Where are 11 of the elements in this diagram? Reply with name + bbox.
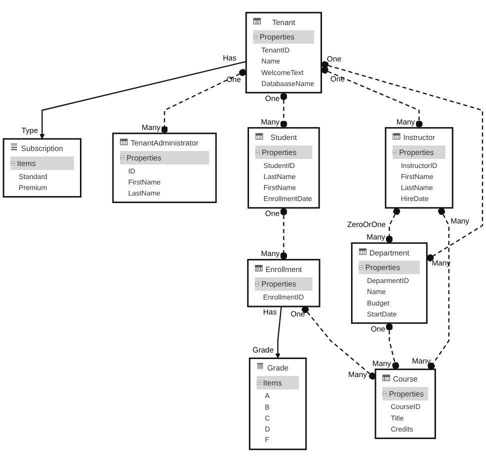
arrow (275, 306, 282, 359)
connector-line (428, 208, 450, 370)
connector-line (280, 208, 288, 260)
connector-line (386, 208, 400, 244)
connector-line (302, 306, 376, 380)
arrow (40, 61, 246, 140)
connector-line (321, 61, 484, 262)
connector-line (386, 323, 400, 370)
connector-line (280, 92, 288, 128)
connector-line (321, 66, 423, 128)
connector-line (160, 68, 246, 134)
